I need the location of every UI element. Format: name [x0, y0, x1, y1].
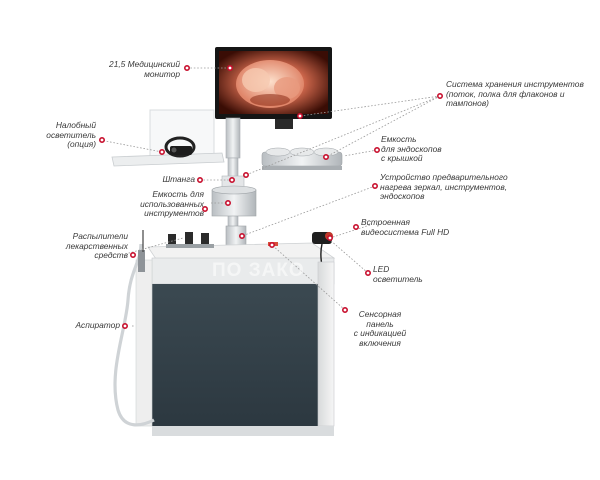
headlight-icon	[164, 136, 196, 158]
aspirator-handle	[138, 250, 145, 272]
callout-rod: Штанга	[162, 174, 195, 184]
cabinet-front	[152, 284, 318, 426]
equipment-unit	[111, 47, 343, 436]
callout-headlight: Налобный осветитель (опция)	[46, 120, 96, 150]
top-rail	[151, 257, 335, 285]
callout-sensor: Сенсорная панель с индикацией включения	[353, 309, 407, 348]
monitor-icon	[215, 47, 332, 129]
callout-endoscope-container: Емкость для эндоскопов с крышкой	[381, 134, 442, 164]
cabinet-side	[317, 261, 335, 427]
used-container	[211, 185, 257, 217]
callout-sprayers: Распылители лекарственных средств	[65, 231, 128, 261]
callout-used-container: Емкость для использованных инструментов	[140, 189, 204, 219]
watermark: ПО ЗАКО	[212, 260, 305, 281]
aspirator-hose	[113, 243, 155, 427]
monitor-arm	[225, 117, 241, 159]
callout-markers	[99, 65, 443, 329]
cabinet-base	[152, 426, 334, 436]
callout-storage: Система хранения инструментов (поток, по…	[446, 79, 584, 109]
callout-monitor: 21,5 Медицинский монитор	[109, 59, 180, 79]
sprayers	[166, 232, 214, 248]
leader-lines	[99, 67, 441, 327]
cabinet-left	[135, 259, 153, 427]
endoscope-trays	[261, 147, 343, 170]
callout-led: LED осветитель	[373, 264, 423, 284]
callout-aspirator: Аспиратор	[75, 320, 120, 330]
callout-video: Встроенная видеосистема Full HD	[361, 217, 450, 237]
left-shelf	[111, 152, 225, 167]
callout-preheat: Устройство предварительного нагрева зерк…	[380, 172, 508, 202]
